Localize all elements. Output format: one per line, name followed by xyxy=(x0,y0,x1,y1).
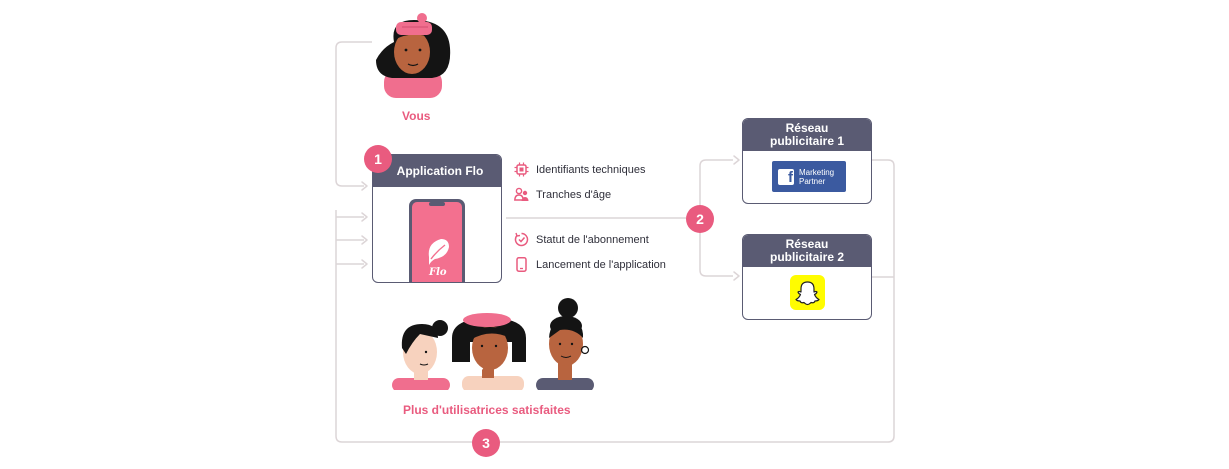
ad-network-1-title: Réseau publicitaire 1 xyxy=(743,119,871,151)
step-2-badge: 2 xyxy=(686,205,714,233)
phone-icon xyxy=(516,257,527,272)
data-item-technical-ids: Identifiants techniques xyxy=(514,162,645,177)
facebook-marketing-partner-logo: f Marketing Partner xyxy=(772,161,846,192)
you-label: Vous xyxy=(402,109,431,123)
data-item-label: Lancement de l'application xyxy=(536,258,666,271)
step-1-badge: 1 xyxy=(364,145,392,173)
facebook-icon: f xyxy=(778,168,794,185)
satisfied-users-illustration xyxy=(392,298,594,390)
ad-network-2-title: Réseau publicitaire 2 xyxy=(743,235,871,267)
data-item-label: Statut de l'abonnement xyxy=(536,233,649,246)
step-3-badge: 3 xyxy=(472,429,500,457)
data-item-label: Identifiants techniques xyxy=(536,163,646,176)
data-item-label: Tranches d'âge xyxy=(536,188,612,201)
chip-icon xyxy=(514,162,529,177)
data-item-age-ranges: Tranches d'âge xyxy=(514,187,611,202)
subscription-cycle-icon xyxy=(514,232,529,247)
data-item-subscription-status: Statut de l'abonnement xyxy=(514,232,649,247)
ad-network-2-card: Réseau publicitaire 2 xyxy=(742,234,872,320)
ad-network-1-card: Réseau publicitaire 1 f Marketing Partne… xyxy=(742,118,872,204)
app-card-title: Application Flo xyxy=(373,155,501,187)
flo-phone-illustration xyxy=(409,199,465,282)
satisfied-users-label: Plus d'utilisatrices satisfaites xyxy=(403,403,571,417)
you-avatar xyxy=(376,13,451,98)
people-icon xyxy=(514,187,529,201)
app-card: Application Flo Flo xyxy=(372,154,502,283)
data-item-app-launch: Lancement de l'application xyxy=(514,257,666,272)
snapchat-logo-icon xyxy=(790,275,825,310)
flo-logo-text: Flo xyxy=(429,267,447,278)
